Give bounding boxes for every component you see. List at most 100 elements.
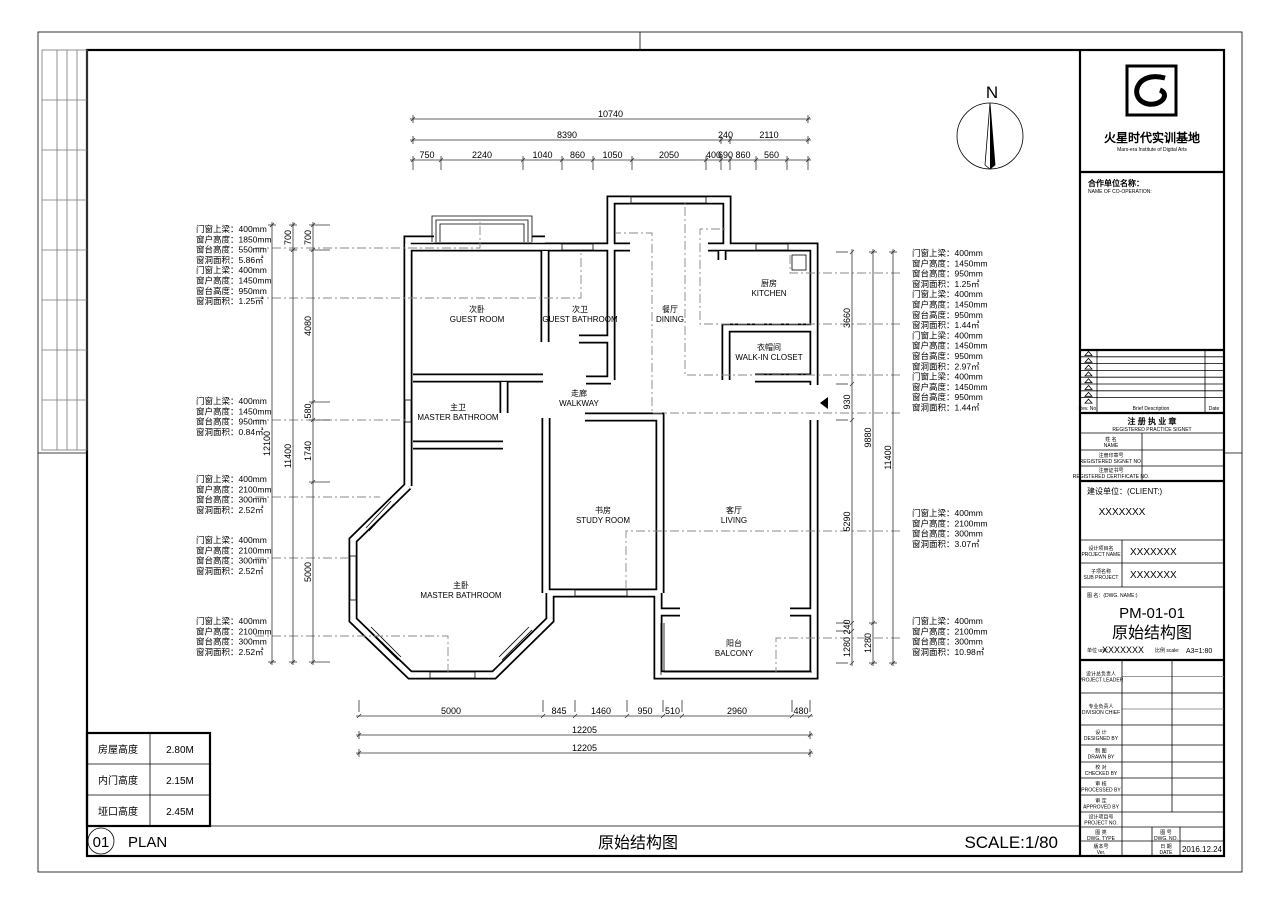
dimension-label: 5000 bbox=[303, 562, 313, 582]
dimension-label: 580 bbox=[303, 403, 313, 418]
revision-triangle-icon bbox=[1084, 398, 1093, 404]
window-spec-text: 窗台高度：300mm bbox=[196, 556, 267, 566]
window-spec-text: 门窗上梁：400mm bbox=[912, 508, 983, 518]
height-label: 房屋高度 bbox=[98, 743, 138, 756]
window-spec-text: 窗台高度：550mm bbox=[196, 245, 267, 255]
dwg-type-label-en: DWG. TYPE bbox=[1087, 836, 1116, 842]
window-spec-text: 门窗上梁：400mm bbox=[196, 616, 267, 626]
sign-row-label: 校 对 bbox=[1095, 764, 1106, 771]
dimension-label: 845 bbox=[551, 706, 566, 716]
version-label-en: Ver. bbox=[1097, 850, 1106, 856]
floor-plan-walls bbox=[350, 197, 828, 678]
height-label: 内门高度 bbox=[98, 774, 138, 787]
project-name-label-en: PROJECT NAME bbox=[1081, 552, 1121, 558]
dimension-label: 860 bbox=[735, 150, 750, 160]
window-spec-text: 窗户高度：2100mm bbox=[196, 626, 272, 636]
height-label: 垭口高度 bbox=[98, 805, 138, 818]
room-name-en: GUEST ROOM bbox=[450, 315, 505, 324]
sign-row-label: 设计总负责人 bbox=[1086, 671, 1116, 678]
dimension-label: 8390 bbox=[557, 130, 577, 140]
window-spec-text: 门窗上梁：400mm bbox=[196, 535, 267, 545]
sign-row-label: 制 图 bbox=[1095, 748, 1106, 755]
window-spec-text: 窗洞面积：1.25㎡ bbox=[196, 296, 264, 306]
logo-en: Mars-era Institute of Digital Arts bbox=[1117, 147, 1187, 153]
room-name-cn: 次卫 bbox=[572, 304, 588, 314]
room-name-cn: 主卫 bbox=[450, 402, 466, 412]
room-name-cn: 阳台 bbox=[726, 638, 742, 648]
window-spec-text: 门窗上梁：400mm bbox=[196, 474, 267, 484]
window-spec-text: 窗户高度：1450mm bbox=[912, 382, 988, 392]
sign-row-label-en: PROJECT LEADER bbox=[1079, 678, 1124, 684]
window-spec-text: 门窗上梁：400mm bbox=[196, 396, 267, 406]
dimension-label: 1460 bbox=[591, 706, 611, 716]
dimension-label: 1040 bbox=[532, 150, 552, 160]
dimension-label: 700 bbox=[283, 230, 293, 245]
dwg-type-label: 图 类 bbox=[1095, 829, 1106, 836]
window-spec-text: 门窗上梁：400mm bbox=[912, 248, 983, 258]
window-dining bbox=[630, 196, 707, 204]
window-spec-text: 门窗上梁：400mm bbox=[196, 224, 267, 234]
window-spec-text: 窗洞面积：3.07㎡ bbox=[912, 539, 980, 549]
dimension-label: 950 bbox=[637, 706, 652, 716]
window-kitchen bbox=[755, 243, 789, 251]
entrance-arrow-icon bbox=[820, 397, 828, 409]
dimension-label: 4080 bbox=[303, 316, 313, 336]
company-logo: 火星时代实训基地 Mars-era Institute of Digital A… bbox=[1104, 64, 1200, 153]
window-spec-text: 门窗上梁：400mm bbox=[912, 330, 983, 340]
window-spec-text: 窗台高度：300mm bbox=[196, 637, 267, 647]
window-spec-text: 窗台高度：950mm bbox=[196, 286, 267, 296]
revision-triangle-icon bbox=[1084, 391, 1093, 397]
window-spec-text: 窗户高度：2100mm bbox=[912, 626, 988, 636]
window-spec-text: 窗户高度：1450mm bbox=[196, 406, 272, 416]
height-value: 2.15M bbox=[166, 776, 194, 787]
revision-triangle-icon bbox=[1084, 378, 1093, 384]
window-spec-text: 窗台高度：300mm bbox=[912, 529, 983, 539]
window-spec-text: 窗洞面积：1.44㎡ bbox=[912, 320, 980, 330]
seal-title: 注 册 执 业 章 bbox=[1128, 416, 1177, 426]
window-spec-text: 门窗上梁：400mm bbox=[912, 372, 983, 382]
sign-row-label-en: APPROVED BY bbox=[1083, 805, 1120, 811]
dimension-label: 10740 bbox=[598, 109, 623, 119]
title-block: 火星时代实训基地 Mars-era Institute of Digital A… bbox=[1073, 64, 1224, 856]
room-name-cn: 餐厅 bbox=[662, 305, 678, 314]
window-spec-text: 门窗上梁：400mm bbox=[912, 616, 983, 626]
room-name-en: MASTER BATHROOM bbox=[417, 413, 499, 422]
window-spec-text: 窗户高度：2100mm bbox=[912, 518, 988, 528]
seal-row-label-en: REGISTERED SIGNET NO. bbox=[1080, 459, 1143, 465]
window-master-bedroom-diag1 bbox=[365, 500, 395, 532]
dimension-label: 12205 bbox=[572, 725, 597, 735]
sub-project-value: XXXXXXX bbox=[1130, 570, 1177, 581]
project-name-value: XXXXXXX bbox=[1130, 547, 1177, 558]
seal-row-label-en: REGISTERED CERTIFICATE NO. bbox=[1073, 474, 1150, 480]
dimension-label: 860 bbox=[570, 150, 585, 160]
sign-row-label-en: DIVISION CHIEF bbox=[1082, 710, 1120, 716]
seal-row-label: 注册证书号 bbox=[1098, 467, 1123, 474]
window-study bbox=[574, 589, 628, 597]
dwg-name-label: 图 名：(DWG. NAME:) bbox=[1087, 592, 1138, 599]
window-spec-text: 窗户高度：1450mm bbox=[196, 276, 272, 286]
bay-window bbox=[431, 215, 533, 242]
sign-row-label: 专业负责人 bbox=[1088, 703, 1113, 710]
window-spec-text: 窗洞面积：0.84㎡ bbox=[196, 427, 264, 437]
window-leaders bbox=[255, 200, 900, 675]
revision-triangle-icon bbox=[1084, 364, 1093, 370]
version-label: 版本号 bbox=[1093, 843, 1108, 850]
window-spec-text: 窗户高度：1450mm bbox=[912, 341, 988, 351]
window-spec-text: 窗洞面积：10.98㎡ bbox=[912, 647, 985, 657]
dimension-label: 11400 bbox=[883, 445, 893, 469]
scale-label: 比例 scale: bbox=[1155, 647, 1179, 654]
window-master-bedroom-diag2 bbox=[367, 626, 402, 661]
window-spec-text: 窗台高度：950mm bbox=[912, 269, 983, 279]
dimension-label: 480 bbox=[793, 706, 808, 716]
scale-value: A3=1:80 bbox=[1186, 648, 1212, 655]
room-name-en: BALCONY bbox=[715, 649, 754, 658]
dimension-label: 1740 bbox=[303, 441, 313, 461]
revision-triangle-icon bbox=[1084, 371, 1093, 377]
dimension-label: 12205 bbox=[572, 743, 597, 753]
